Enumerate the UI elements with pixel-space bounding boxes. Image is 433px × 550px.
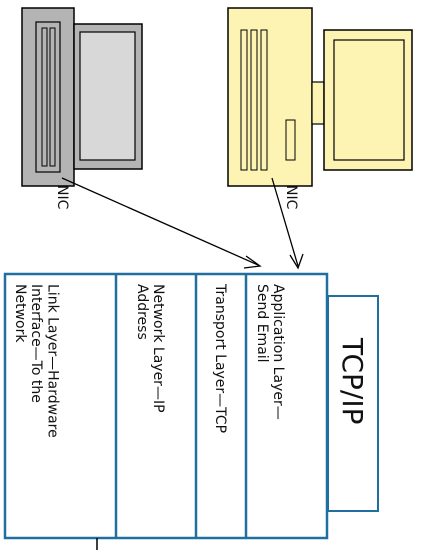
computer-right-button (285, 119, 296, 161)
nic-right-label: NIC (283, 185, 300, 210)
computer-right-stand (311, 81, 325, 125)
computer-right-slot-1 (240, 29, 248, 171)
computer-left-screen (79, 31, 136, 161)
computer-right (227, 7, 413, 187)
computer-left-slot-outer (35, 21, 61, 173)
layer-link: Link Layer—Hardware Interface—To the Net… (12, 284, 61, 438)
nic-left-label: NIC (54, 185, 71, 210)
stack-title: TCP/IP (336, 338, 370, 425)
layer-transport: Transport Layer—TCP (212, 284, 229, 434)
computer-left-slot-2 (49, 27, 56, 167)
nic-arrows (61, 177, 304, 270)
computer-right-screen (333, 39, 405, 161)
layer-application: Application Layer— Send Email (254, 284, 287, 420)
layer-stack (3, 272, 329, 540)
computer-right-slot-2 (250, 29, 258, 171)
arrow-right-nic (271, 177, 299, 267)
arrowhead-right (289, 253, 304, 270)
arrowhead-left (243, 255, 262, 269)
layer-network: Network Layer—IP Address (134, 284, 167, 413)
computer-right-slot-3 (260, 29, 268, 171)
stack-outline (3, 272, 329, 540)
computer-left (21, 7, 143, 187)
computer-left-slot-1 (41, 27, 48, 167)
arrow-left-nic (61, 177, 259, 266)
